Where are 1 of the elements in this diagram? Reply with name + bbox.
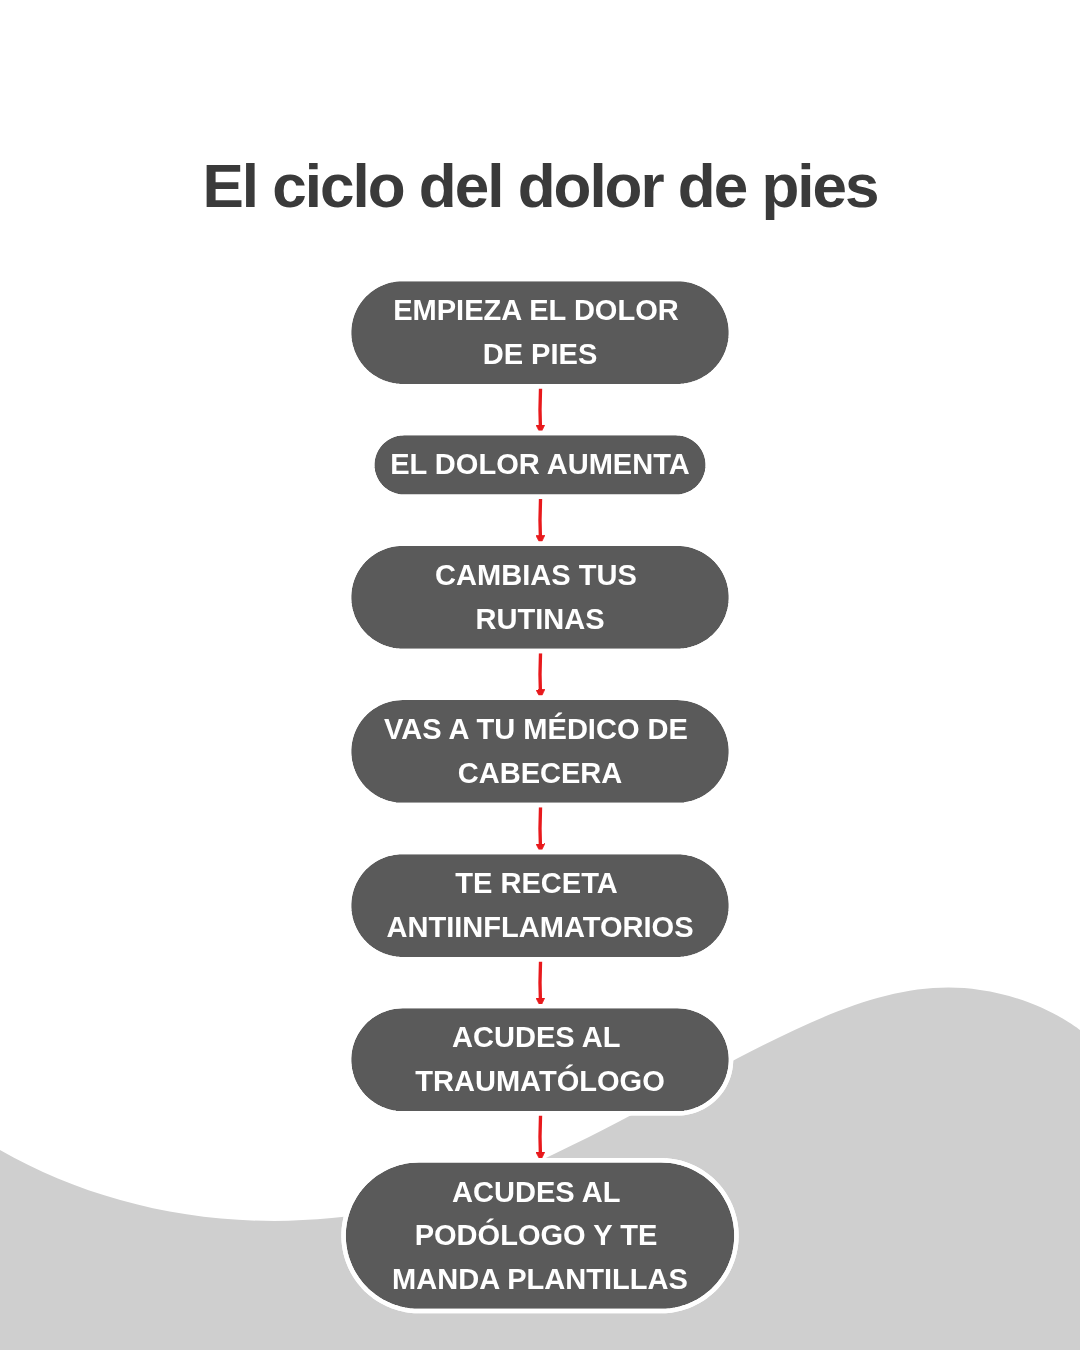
title: El ciclo del dolor de pies — [201, 150, 879, 221]
